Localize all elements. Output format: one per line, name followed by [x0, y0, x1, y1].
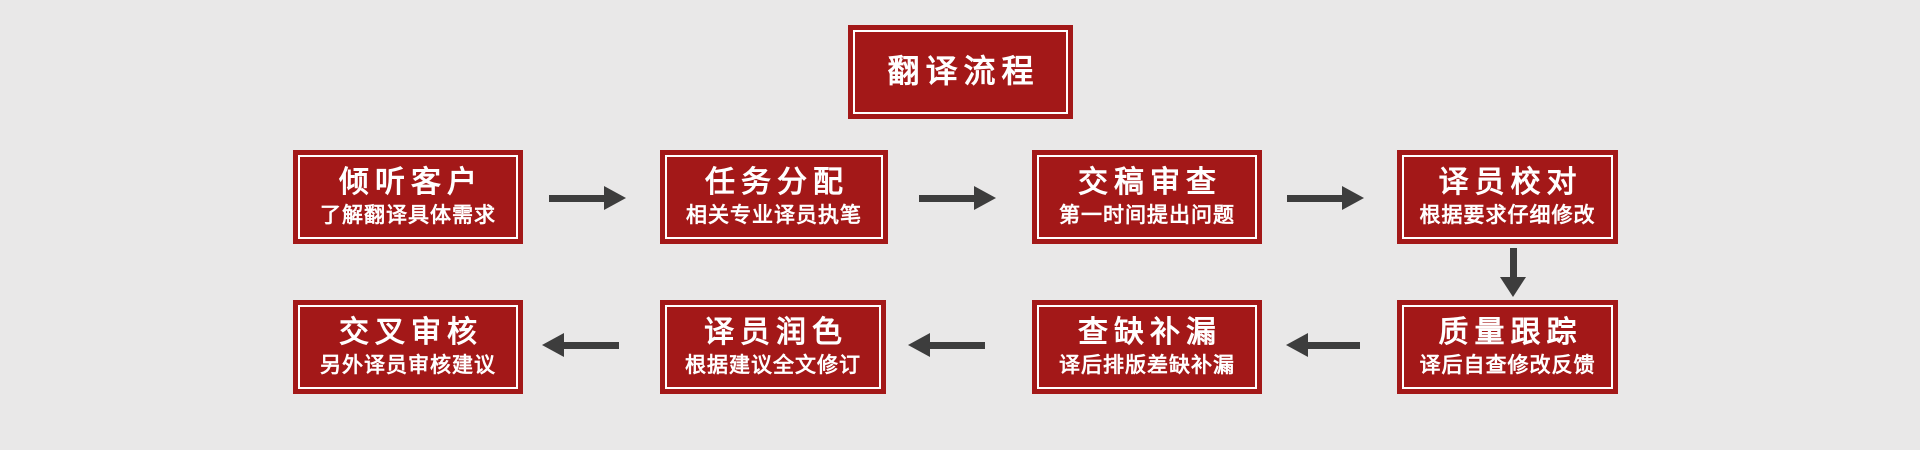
node-translator-proofreading: 译员校对 根据要求仔细修改 [1397, 150, 1618, 244]
arrow-shaft [1509, 248, 1517, 277]
node-subtitle: 译后排版差缺补漏 [1059, 353, 1235, 378]
node-listen-customer-inner: 倾听客户 了解翻译具体需求 [298, 155, 518, 239]
node-title: 交稿审查 [1078, 164, 1222, 200]
arrow-left-icon [542, 333, 619, 357]
node-subtitle: 根据要求仔细修改 [1419, 203, 1596, 228]
node-subtitle: 相关专业译员执笔 [686, 203, 862, 228]
arrow-right-icon [1287, 186, 1364, 210]
node-title: 译员润色 [704, 314, 848, 350]
node-subtitle: 第一时间提出问题 [1059, 203, 1235, 228]
flowchart-title: 翻译流程 [887, 52, 1040, 91]
node-title: 译员校对 [1438, 164, 1583, 200]
arrow-right-icon [919, 186, 996, 210]
node-quality-tracking-inner: 质量跟踪 译后自查修改反馈 [1402, 305, 1613, 389]
node-subtitle: 译后自查修改反馈 [1419, 353, 1596, 378]
arrow-head [974, 186, 996, 210]
node-fill-gaps-inner: 查缺补漏 译后排版差缺补漏 [1037, 305, 1257, 389]
node-listen-customer: 倾听客户 了解翻译具体需求 [293, 150, 523, 244]
node-cross-review-inner: 交叉审核 另外译员审核建议 [298, 305, 518, 389]
arrow-head [604, 186, 626, 210]
node-title: 任务分配 [705, 164, 849, 200]
arrow-left-icon [1286, 333, 1360, 357]
node-submission-review: 交稿审查 第一时间提出问题 [1032, 150, 1262, 244]
node-submission-review-inner: 交稿审查 第一时间提出问题 [1037, 155, 1257, 239]
node-translator-polishing-inner: 译员润色 根据建议全文修订 [665, 305, 881, 389]
arrow-head [1286, 333, 1308, 357]
node-task-assignment-inner: 任务分配 相关专业译员执笔 [665, 155, 883, 239]
arrow-head [1500, 277, 1526, 297]
arrow-down-icon [1500, 248, 1526, 297]
node-subtitle: 另外译员审核建议 [320, 353, 496, 378]
flowchart-title-box-inner: 翻译流程 [853, 30, 1068, 114]
flowchart-title-box: 翻译流程 [848, 25, 1073, 119]
arrow-right-icon [549, 186, 626, 210]
node-cross-review: 交叉审核 另外译员审核建议 [293, 300, 523, 394]
arrow-left-icon [908, 333, 985, 357]
arrow-shaft [1287, 194, 1342, 202]
arrow-head [1342, 186, 1364, 210]
node-quality-tracking: 质量跟踪 译后自查修改反馈 [1397, 300, 1618, 394]
node-task-assignment: 任务分配 相关专业译员执笔 [660, 150, 888, 244]
arrow-shaft [930, 341, 985, 349]
node-title: 质量跟踪 [1438, 314, 1583, 350]
arrow-head [542, 333, 564, 357]
arrow-shaft [564, 341, 619, 349]
arrow-shaft [1308, 341, 1360, 349]
node-subtitle: 根据建议全文修订 [685, 353, 861, 378]
arrow-shaft [549, 194, 604, 202]
node-title: 交叉审核 [339, 314, 483, 350]
node-subtitle: 了解翻译具体需求 [320, 203, 496, 228]
node-fill-gaps: 查缺补漏 译后排版差缺补漏 [1032, 300, 1262, 394]
node-translator-proofreading-inner: 译员校对 根据要求仔细修改 [1402, 155, 1613, 239]
arrow-head [908, 333, 930, 357]
node-title: 查缺补漏 [1078, 314, 1222, 350]
arrow-shaft [919, 194, 974, 202]
node-title: 倾听客户 [339, 164, 483, 200]
node-translator-polishing: 译员润色 根据建议全文修订 [660, 300, 886, 394]
